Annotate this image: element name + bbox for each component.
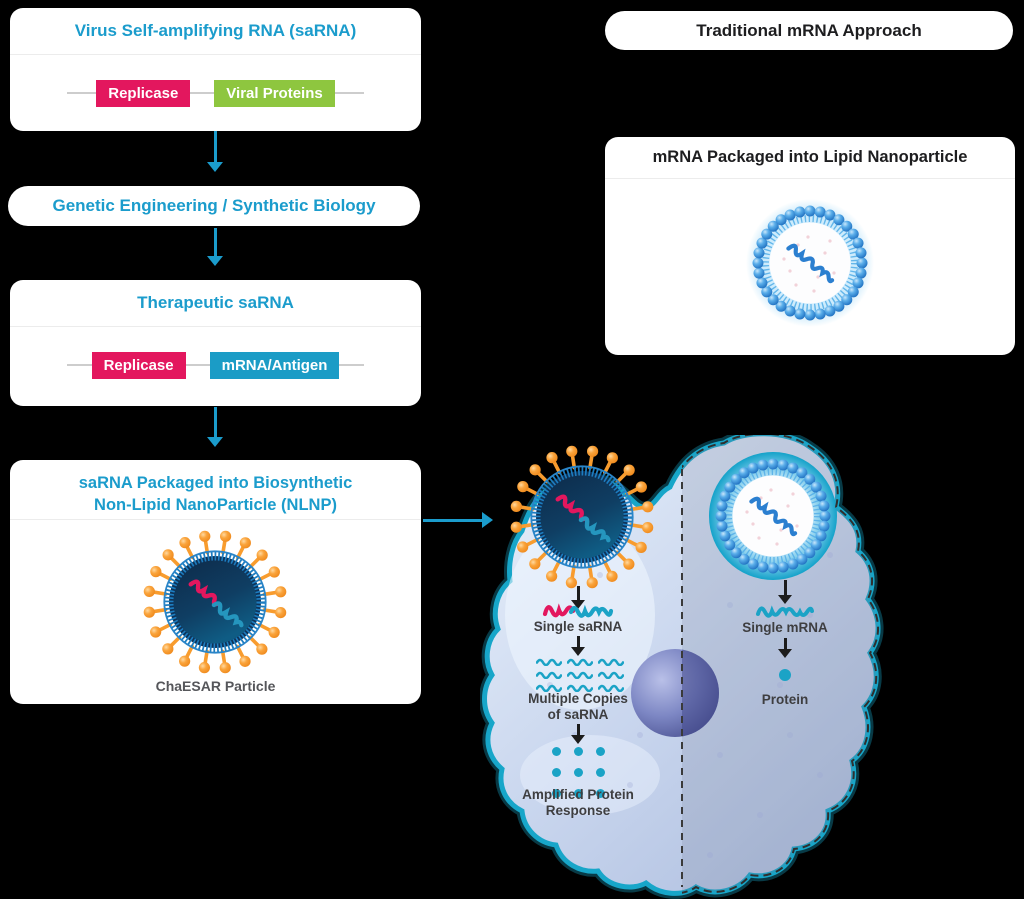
- single-mrna-label: Single mRNA: [742, 620, 828, 635]
- cell-dashed-border: [682, 435, 879, 894]
- sarna-source-card: Virus Self-amplifying RNA (saRNA) Replic…: [10, 8, 421, 131]
- flow-arrow-3: [207, 407, 223, 447]
- multiple-copies-label: Multiple Copies of saRNA: [528, 691, 628, 723]
- mrna-antigen-chip: mRNA/Antigen: [209, 351, 340, 379]
- chaesar-particle-illustration: [143, 530, 287, 674]
- protein-dot: [552, 747, 561, 756]
- protein-label: Protein: [761, 692, 809, 707]
- lipid-nanoparticle-illustration: [746, 199, 874, 327]
- sarna-copies-icon: [536, 656, 624, 692]
- protein-dot-icon: [779, 669, 791, 681]
- nlnp-title: saRNA Packaged into Biosynthetic Non-Lip…: [10, 460, 421, 520]
- flow-arrow-2: [207, 228, 223, 266]
- genome-strip: Replicase Viral Proteins: [10, 55, 421, 131]
- replicase-chip: Replicase: [91, 351, 186, 379]
- lnp-entering-cell: [709, 452, 837, 580]
- lnp-title: mRNA Packaged into Lipid Nanoparticle: [605, 137, 1015, 179]
- protein-dots-icon: [552, 747, 605, 798]
- pathway-arrow: [571, 636, 585, 656]
- protein-dot: [574, 747, 583, 756]
- protein-dot: [552, 789, 561, 798]
- protein-dot: [596, 789, 605, 798]
- viral-proteins-chip: Viral Proteins: [214, 79, 335, 107]
- flow-arrow-1: [207, 131, 223, 172]
- mrna-strand-icon: [756, 605, 814, 618]
- amplified-protein-label: Amplified Protein Response: [522, 787, 634, 819]
- protein-dot: [574, 768, 583, 777]
- pathway-arrow: [778, 638, 792, 658]
- nlnp-card: saRNA Packaged into Biosynthetic Non-Lip…: [10, 460, 421, 704]
- chaesar-particle-entering-cell: [510, 445, 654, 589]
- protein-dot: [596, 768, 605, 777]
- protein-dot: [552, 768, 561, 777]
- protein-dot: [574, 789, 583, 798]
- genetic-engineering-card: Genetic Engineering / Synthetic Biology: [8, 186, 420, 226]
- genome-strip: Replicase mRNA/Antigen: [10, 327, 421, 403]
- pathway-arrow: [778, 580, 792, 604]
- therapeutic-sarna-title: Therapeutic saRNA: [10, 280, 421, 327]
- protein-dot: [596, 747, 605, 756]
- pathway-arrow: [571, 724, 585, 744]
- therapeutic-sarna-card: Therapeutic saRNA Replicase mRNA/Antigen: [10, 280, 421, 406]
- replicase-chip: Replicase: [96, 79, 191, 107]
- sarna-strand-icon: [542, 603, 614, 618]
- card-to-cell-arrow: [423, 512, 493, 528]
- sarna-source-title: Virus Self-amplifying RNA (saRNA): [10, 8, 421, 55]
- traditional-mrna-header: Traditional mRNA Approach: [605, 11, 1013, 50]
- lnp-card: mRNA Packaged into Lipid Nanoparticle: [605, 137, 1015, 355]
- nlnp-title-line2: Non-Lipid NanoParticle (NLNP): [94, 496, 337, 514]
- cell-nucleus-shaded-half: [682, 649, 719, 737]
- nlnp-title-line1: saRNA Packaged into Biosynthetic: [78, 474, 353, 492]
- single-sarna-label: Single saRNA: [533, 619, 623, 634]
- pathway-arrow: [571, 586, 585, 609]
- chaesar-caption: ChaESAR Particle: [155, 678, 276, 694]
